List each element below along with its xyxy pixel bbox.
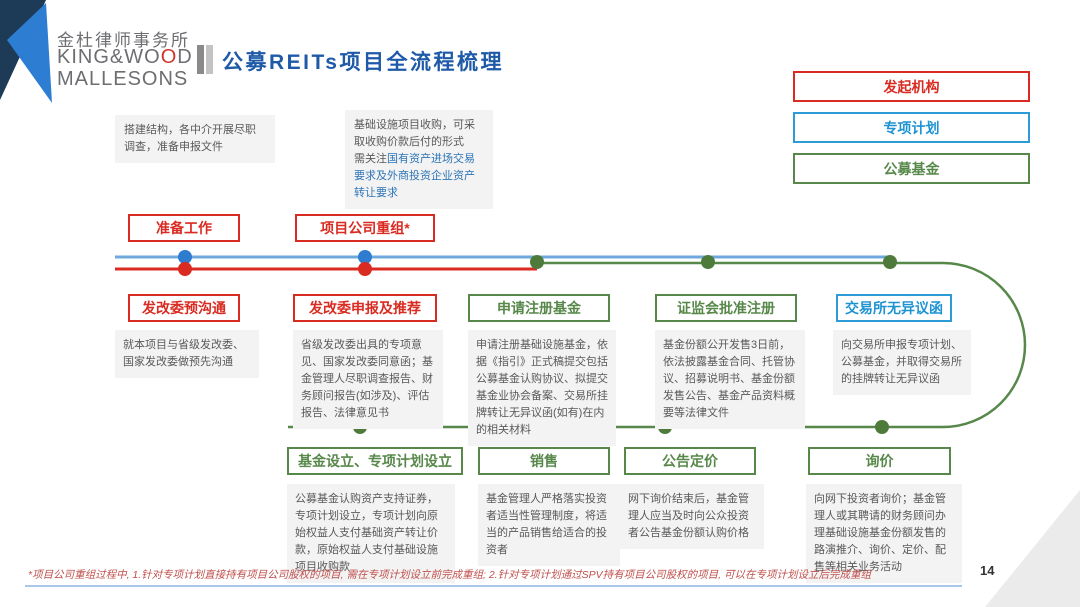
logo-text: KING&W	[57, 46, 145, 68]
stage-exchange-no-objection-letter: 交易所无异议函	[836, 294, 952, 322]
milestone-dot-green-top-1	[530, 255, 544, 269]
logo-firm-name-cn: 金杜律师事务所	[57, 31, 190, 50]
page-title: 公募REITs项目全流程梳理	[222, 51, 504, 74]
stage-sales: 销售	[478, 447, 610, 475]
milestone-dot-green-bottom-4	[875, 420, 889, 434]
logo-letter-o-gray: O	[144, 46, 161, 68]
stage-company-restructuring: 项目公司重组*	[295, 214, 435, 242]
note-acquisition-blue-text: 国有资产进场交易要求及外商投资企业资产转让要求	[354, 153, 475, 200]
desc-exchange-no-objection-letter: 向交易所申报专项计划、公募基金，并取得交易所的挂牌转让无异议函	[833, 330, 971, 396]
milestone-dot-red-1	[178, 262, 192, 276]
stage-fund-and-abs-plan-establishment: 基金设立、专项计划设立	[287, 447, 463, 475]
stage-preparation: 准备工作	[128, 214, 240, 242]
note-acquisition-black-text: 基础设施项目收购，可采取收购价款后付的形式	[354, 119, 475, 149]
milestone-dot-green-top-3	[883, 255, 897, 269]
note-acquisition: 基础设施项目收购，可采取收购价款后付的形式 需关注国有资产进场交易要求及外商投资…	[345, 110, 493, 210]
stage-fund-registration-application: 申请注册基金	[468, 294, 610, 322]
stage-price-inquiry: 询价	[808, 447, 951, 475]
desc-sales: 基金管理人严格落实投资者适当性管理制度，将适当的产品销售给适合的投资者	[478, 484, 620, 567]
stage-pricing-announcement: 公告定价	[624, 447, 756, 475]
note-preparation: 搭建结构，各中介开展尽职调查，准备申报文件	[115, 115, 275, 164]
desc-csrc-registration-approval: 基金份额公开发售3日前，依法披露基金合同、托管协议、招募说明书、基金份额发售公告…	[655, 330, 805, 430]
milestone-dot-green-top-2	[701, 255, 715, 269]
logo-text: D	[177, 46, 193, 68]
logo-firm-name-en-line1: KING&WOOD	[57, 46, 193, 69]
timeline-green-line	[288, 261, 1027, 429]
corner-gray-triangle	[985, 490, 1080, 607]
milestone-dot-red-2	[358, 262, 372, 276]
title-accent-bar-light	[206, 45, 213, 74]
footnote: *项目公司重组过程中, 1.针对专项计划直接持有项目公司股权的项目, 需在专项计…	[28, 569, 871, 581]
note-acquisition-prefix: 需关注	[354, 153, 387, 166]
legend-item-public-fund: 公募基金	[793, 153, 1030, 184]
milestone-dot-blue-1	[178, 250, 192, 264]
desc-price-inquiry: 向网下投资者询价；基金管理人或其聘请的财务顾问办理基础设施基金份额发售的路演推介…	[806, 484, 962, 584]
logo-letter-o-red: O	[160, 46, 178, 68]
desc-ndrc-filing-recommendation: 省级发改委出具的专项意见、国家发改委同意函；基金管理人尽职调查报告、财务顾问报告…	[293, 330, 443, 430]
milestone-dot-blue-2	[358, 250, 372, 264]
stage-ndrc-pre-communication: 发改委预沟通	[128, 294, 240, 322]
logo-firm-name-en-line2: MALLESONS	[57, 68, 189, 90]
desc-pricing-announcement: 网下询价结束后，基金管理人应当及时向公众投资者公告基金份额认购价格	[620, 484, 764, 550]
desc-fund-registration-application: 申请注册基础设施基金，依据《指引》正式稿提交包括公募基金认购协议、拟提交基金业协…	[468, 330, 616, 447]
legend-item-originator: 发起机构	[793, 71, 1030, 102]
title-accent-bar-dark	[197, 45, 204, 74]
legend-item-abs-plan: 专项计划	[793, 112, 1030, 143]
stage-csrc-registration-approval: 证监会批准注册	[655, 294, 797, 322]
page-number: 14	[980, 563, 995, 578]
desc-ndrc-pre-communication: 就本项目与省级发改委、国家发改委做预先沟通	[115, 330, 259, 379]
corner-blue-triangle	[7, 3, 52, 103]
stage-ndrc-filing-recommendation: 发改委申报及推荐	[293, 294, 437, 322]
desc-fund-and-abs-plan-establishment: 公募基金认购资产支持证券，专项计划设立，专项计划向原始权益人支付基础资产转让价款…	[287, 484, 455, 584]
